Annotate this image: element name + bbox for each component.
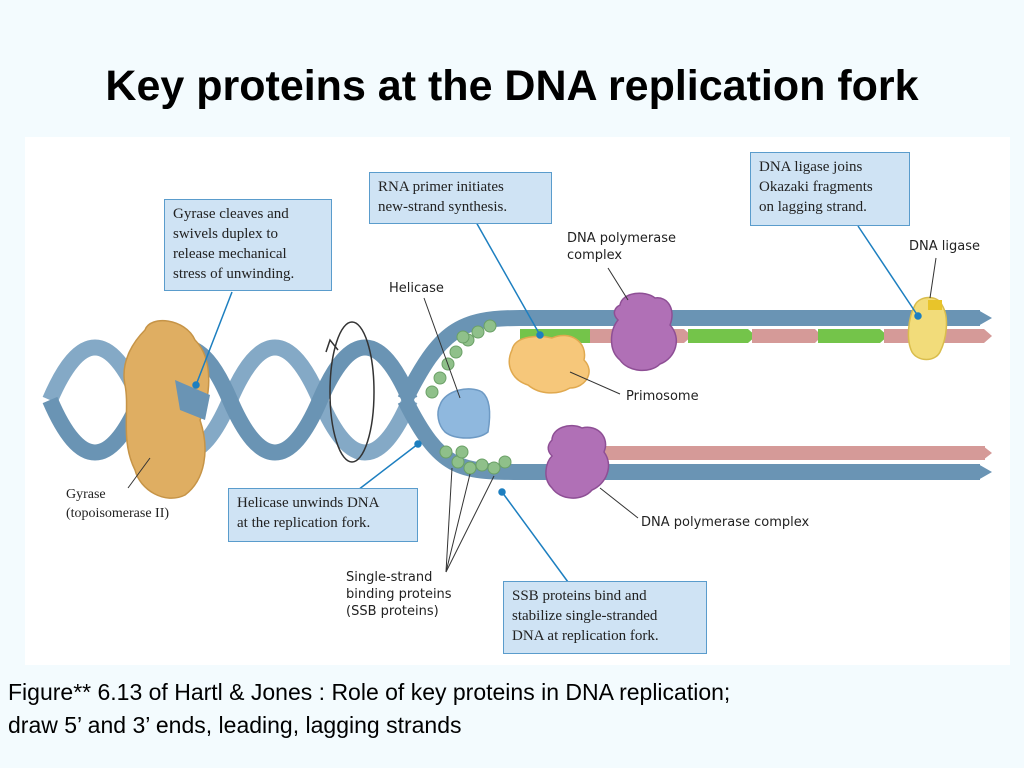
callout-pointers [192, 221, 922, 583]
slide-title: Key proteins at the DNA replication fork [105, 62, 919, 110]
caption-line-1: Figure** 6.13 of Hartl & Jones : Role of… [8, 679, 731, 705]
ssb-callout: SSB proteins bind and stabilize single-s… [503, 581, 707, 654]
ssb-proteins [425, 319, 512, 475]
okazaki-fragment [940, 329, 992, 343]
upper-strand-arrowhead [978, 310, 992, 326]
lower-strand-arrowhead [978, 464, 992, 480]
dna-polymerase-top-label: DNA polymerase complex [567, 231, 677, 263]
gyrase-label: Gyrase (topoisomerase II) [66, 487, 170, 521]
lower-parental-strand [397, 396, 980, 480]
upper-parental-strand [397, 310, 980, 404]
leading-new-strand [585, 446, 985, 460]
ligase-active-site [928, 300, 942, 310]
rna-primer-callout: RNA primer initiates new-strand synthesi… [369, 172, 552, 224]
dna-polymerase-bottom-label: DNA polymerase complex [641, 515, 810, 530]
dna-polymerase-top [610, 292, 678, 372]
primosome-label: Primosome [626, 389, 699, 404]
dna-ligase-label: DNA ligase [909, 239, 980, 254]
dna-ligase-callout: DNA ligase joins Okazaki fragments on la… [750, 152, 910, 226]
ssb-label: Single-strand binding proteins (SSB prot… [346, 570, 452, 619]
helix-strand-front [42, 339, 418, 461]
dna-polymerase-bottom [545, 424, 610, 499]
helicase-protein [437, 388, 491, 439]
dna-double-helix [42, 339, 418, 461]
helicase-callout: Helicase unwinds DNA at the replication … [228, 488, 418, 542]
gyrase-protein [123, 320, 210, 499]
leader-lines [127, 257, 937, 573]
figure-caption: Figure** 6.13 of Hartl & Jones : Role of… [8, 676, 1018, 742]
rna-primer [688, 329, 756, 343]
rna-primer [818, 329, 888, 343]
helicase-label: Helicase [389, 281, 444, 296]
swivel-arrow [325, 321, 375, 463]
gyrase-callout: Gyrase cleaves and swivels duplex to rel… [164, 199, 332, 291]
primosome-protein [508, 334, 590, 394]
okazaki-fragment [752, 329, 822, 343]
caption-line-2: draw 5’ and 3’ ends, leading, lagging st… [8, 712, 462, 738]
